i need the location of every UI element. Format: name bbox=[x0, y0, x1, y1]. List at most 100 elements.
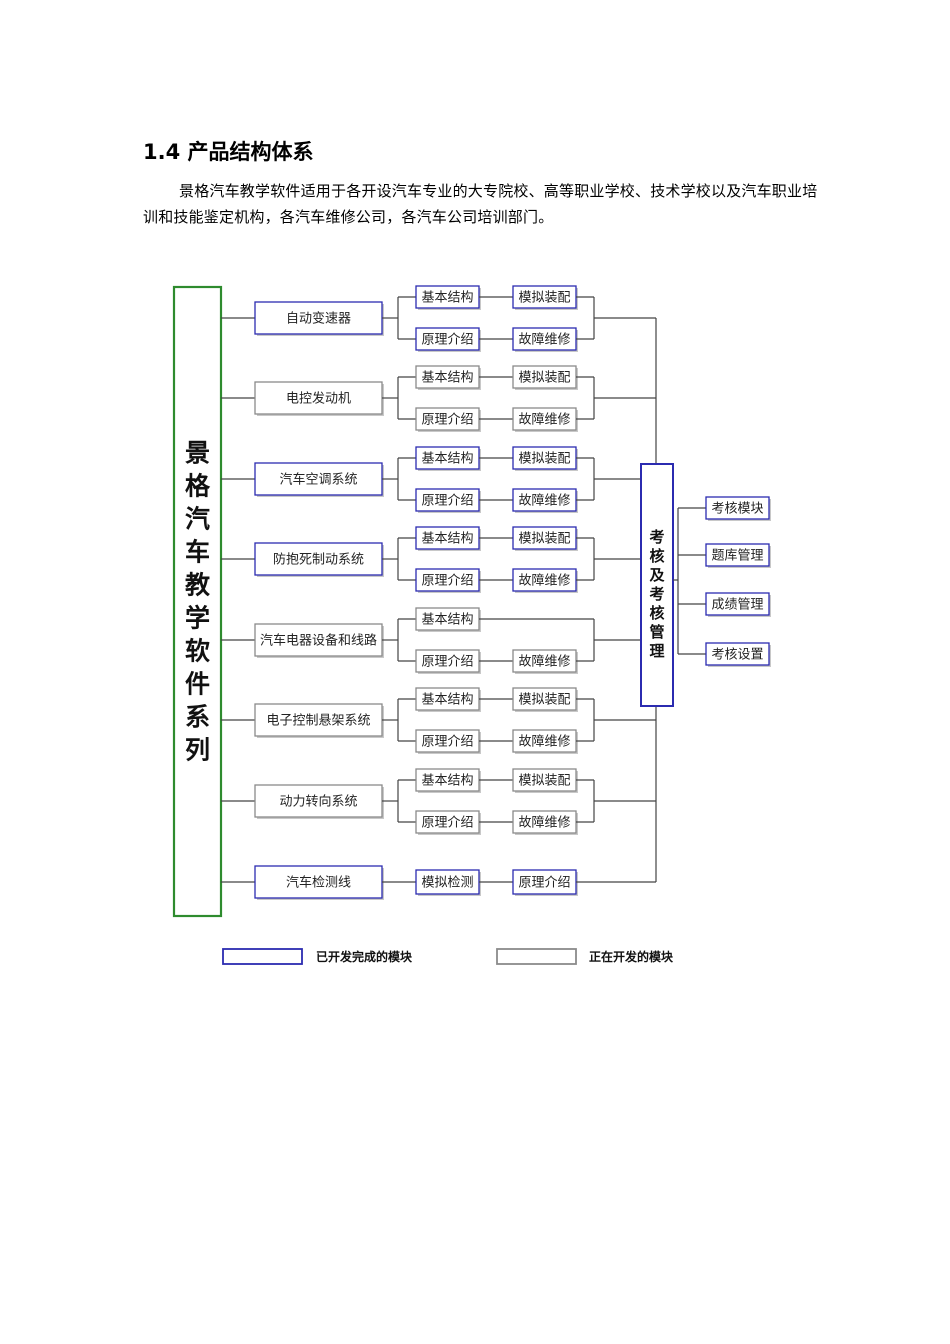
sub-box-label: 原理介绍 bbox=[421, 735, 473, 750]
root-title-char: 软 bbox=[185, 637, 210, 666]
module-box-label: 汽车空调系统 bbox=[279, 472, 357, 488]
module-box-label: 汽车电器设备和线路 bbox=[260, 633, 377, 649]
root-title-char: 汽 bbox=[185, 505, 210, 534]
module-box: 汽车检测线 bbox=[254, 865, 384, 900]
sub-box-label: 模拟装配 bbox=[518, 532, 570, 547]
sub-box-label: 故障维修 bbox=[518, 655, 570, 670]
module-box: 自动变速器 bbox=[254, 301, 384, 336]
exam-title-char: 考 bbox=[649, 528, 664, 546]
sub-box-label: 基本结构 bbox=[421, 452, 473, 467]
sub-box-label: 基本结构 bbox=[421, 693, 473, 708]
sub-box-label: 模拟装配 bbox=[518, 291, 570, 306]
sub-box: 故障维修 bbox=[512, 729, 578, 754]
exam-title-char: 考 bbox=[649, 585, 664, 603]
legend-done-swatch bbox=[222, 948, 303, 965]
module-box: 防抱死制动系统 bbox=[254, 542, 384, 577]
module-box-label: 动力转向系统 bbox=[279, 794, 357, 810]
sub-box-label: 模拟检测 bbox=[421, 876, 473, 891]
sub-box: 故障维修 bbox=[512, 568, 578, 593]
sub-box: 模拟装配 bbox=[512, 285, 578, 310]
module-box-label: 防抱死制动系统 bbox=[273, 552, 364, 568]
exam-item-box-label: 成绩管理 bbox=[711, 598, 763, 613]
sub-box: 原理介绍 bbox=[415, 327, 481, 352]
sub-box-label: 故障维修 bbox=[518, 413, 570, 428]
exam-title-char: 及 bbox=[649, 566, 665, 584]
sub-box: 故障维修 bbox=[512, 407, 578, 432]
root-title-char: 车 bbox=[185, 538, 210, 567]
module-box-label: 电子控制悬架系统 bbox=[266, 714, 370, 729]
legend: 已开发完成的模块正在开发的模块 bbox=[222, 948, 674, 965]
exam-title-char: 核 bbox=[649, 604, 664, 622]
exam-item-box: 题库管理 bbox=[705, 543, 771, 568]
sub-box: 原理介绍 bbox=[415, 407, 481, 432]
sub-box: 原理介绍 bbox=[415, 568, 481, 593]
module-box-label: 汽车检测线 bbox=[286, 875, 351, 891]
module-box: 动力转向系统 bbox=[254, 784, 384, 819]
exam-item-box: 考核模块 bbox=[705, 496, 771, 521]
sub-box: 故障维修 bbox=[512, 649, 578, 674]
sub-box: 原理介绍 bbox=[415, 488, 481, 513]
exam-item-box-label: 考核模块 bbox=[711, 502, 763, 517]
sub-box: 故障维修 bbox=[512, 488, 578, 513]
legend-done-label: 已开发完成的模块 bbox=[316, 949, 413, 964]
exam-item-box: 考核设置 bbox=[705, 642, 771, 667]
sub-box: 故障维修 bbox=[512, 810, 578, 835]
module-box-label: 电控发动机 bbox=[286, 391, 351, 407]
sub-box-label: 基本结构 bbox=[421, 532, 473, 547]
sub-box: 基本结构 bbox=[415, 446, 481, 471]
sub-box: 原理介绍 bbox=[512, 869, 578, 896]
sub-box-label: 故障维修 bbox=[518, 735, 570, 750]
sub-box: 基本结构 bbox=[415, 607, 481, 632]
sub-box-label: 原理介绍 bbox=[421, 494, 473, 509]
root-title-char: 件 bbox=[185, 670, 210, 699]
exam-title-char: 理 bbox=[649, 642, 664, 660]
sub-box-label: 模拟装配 bbox=[518, 371, 570, 386]
module-box: 电子控制悬架系统 bbox=[254, 703, 384, 738]
sub-box: 原理介绍 bbox=[415, 649, 481, 674]
root-title-char: 教 bbox=[185, 571, 211, 600]
sub-box-label: 故障维修 bbox=[518, 816, 570, 831]
root-title-char: 学 bbox=[185, 604, 210, 633]
sub-box: 原理介绍 bbox=[415, 810, 481, 835]
exam-item-box-label: 题库管理 bbox=[711, 548, 763, 564]
exam-title-char: 核 bbox=[649, 547, 664, 565]
sub-box: 基本结构 bbox=[415, 285, 481, 310]
sub-box: 基本结构 bbox=[415, 526, 481, 551]
sub-box: 故障维修 bbox=[512, 327, 578, 352]
section-heading: 1.4 产品结构体系 bbox=[143, 140, 314, 164]
sub-box: 模拟装配 bbox=[512, 365, 578, 390]
module-box: 汽车空调系统 bbox=[254, 462, 384, 497]
sub-box: 基本结构 bbox=[415, 768, 481, 793]
root-title-char: 格 bbox=[185, 472, 211, 501]
sub-box-label: 原理介绍 bbox=[421, 333, 473, 348]
module-box: 汽车电器设备和线路 bbox=[254, 623, 384, 658]
sub-box: 模拟装配 bbox=[512, 687, 578, 712]
sub-box: 原理介绍 bbox=[415, 729, 481, 754]
sub-box-label: 原理介绍 bbox=[421, 574, 473, 589]
sub-box: 模拟检测 bbox=[415, 869, 481, 896]
sub-box-label: 模拟装配 bbox=[518, 452, 570, 467]
sub-box: 模拟装配 bbox=[512, 526, 578, 551]
sub-box-label: 基本结构 bbox=[421, 774, 473, 789]
sub-box-label: 原理介绍 bbox=[518, 876, 570, 891]
root-title-char: 景 bbox=[185, 439, 210, 468]
sub-box-label: 故障维修 bbox=[518, 333, 570, 348]
legend-wip-swatch bbox=[496, 948, 577, 965]
sub-box: 基本结构 bbox=[415, 687, 481, 712]
sub-box-label: 故障维修 bbox=[518, 574, 570, 589]
sub-box: 模拟装配 bbox=[512, 446, 578, 471]
module-box-label: 自动变速器 bbox=[286, 311, 351, 327]
sub-box-label: 基本结构 bbox=[421, 371, 473, 386]
sub-box-label: 原理介绍 bbox=[421, 655, 473, 670]
sub-box-label: 模拟装配 bbox=[518, 693, 570, 708]
sub-box-label: 原理介绍 bbox=[421, 816, 473, 831]
sub-box-label: 基本结构 bbox=[421, 613, 473, 628]
root-title-char: 列 bbox=[185, 736, 210, 765]
sub-box-label: 故障维修 bbox=[518, 494, 570, 509]
sub-box-label: 原理介绍 bbox=[421, 413, 473, 428]
exam-item-box-label: 考核设置 bbox=[711, 648, 763, 663]
sub-box-label: 基本结构 bbox=[421, 291, 473, 306]
